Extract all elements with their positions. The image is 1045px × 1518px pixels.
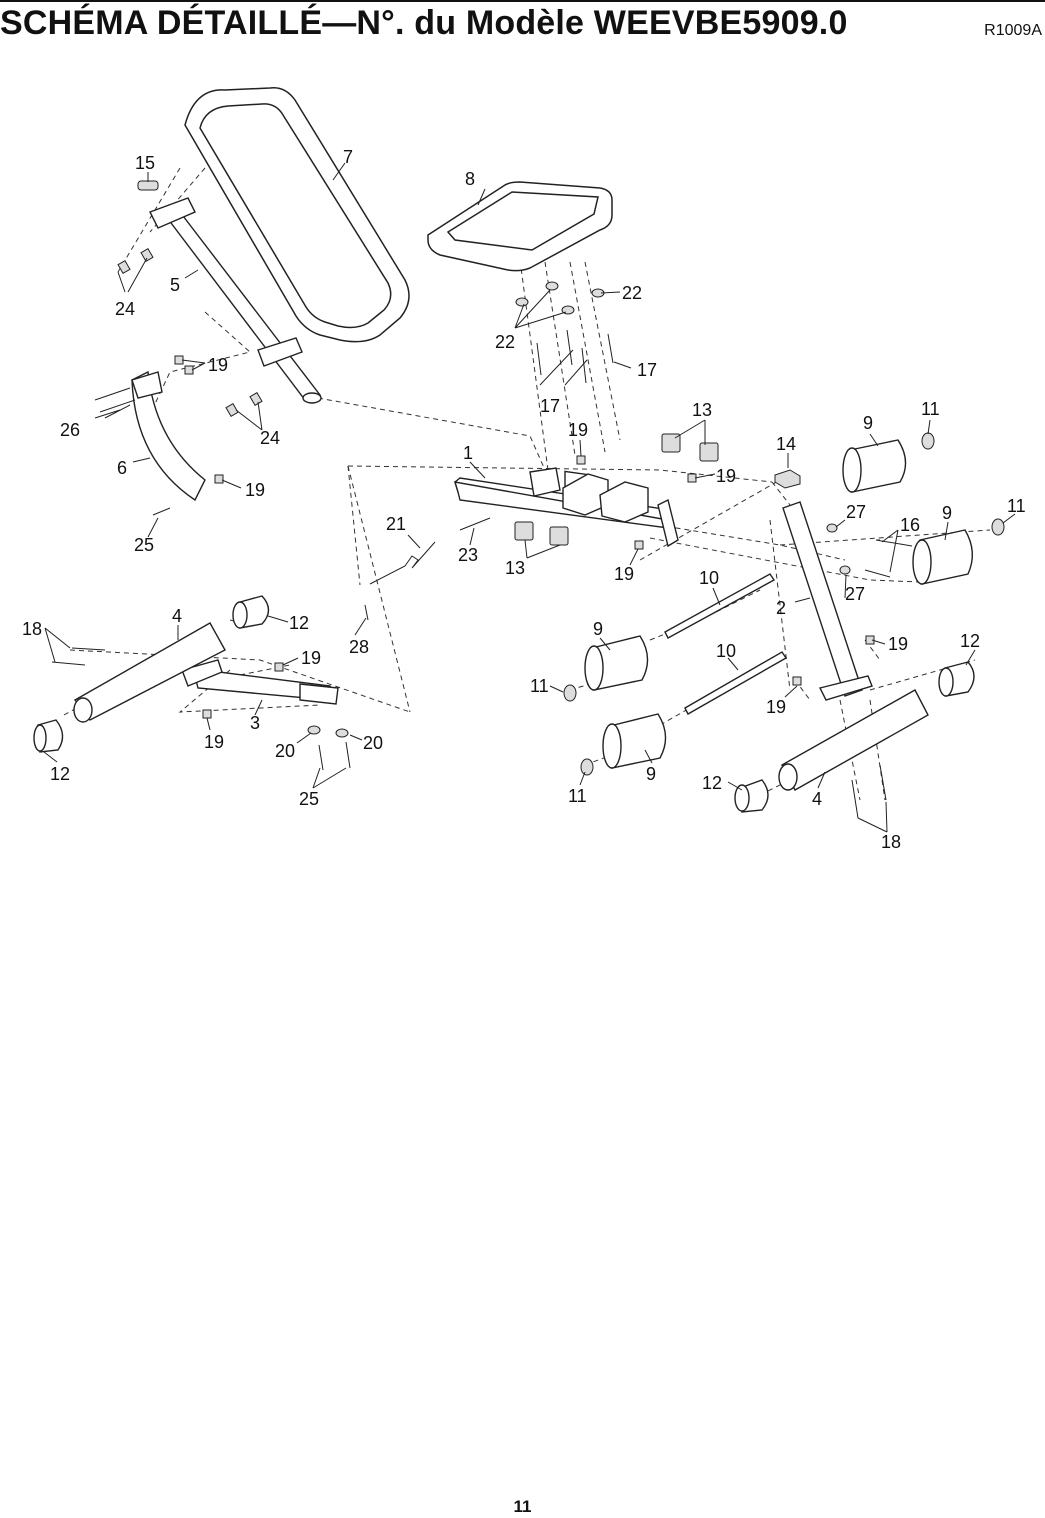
callout-label: 9 — [646, 764, 656, 784]
callout-label: 8 — [465, 169, 475, 189]
callout-label: 11 — [1007, 496, 1026, 516]
callout-label: 11 — [568, 786, 587, 806]
callout-label: 19 — [245, 480, 265, 500]
callout-label: 27 — [845, 584, 865, 604]
callout-label: 19 — [614, 564, 634, 584]
callout-label: 25 — [299, 789, 319, 809]
callout-label: 9 — [593, 619, 603, 639]
callout-leader-lines — [43, 162, 1016, 833]
callout-label: 9 — [863, 413, 873, 433]
callout-label: 19 — [716, 466, 736, 486]
back-pad-part-7 — [184, 87, 410, 343]
rods-part-10 — [664, 573, 787, 715]
back-pad-frame-part-5 — [149, 197, 322, 404]
callout-label: 4 — [172, 606, 182, 626]
callout-label: 28 — [349, 637, 369, 657]
washers-part-11 — [563, 432, 1005, 776]
callout-label: 26 — [60, 420, 80, 440]
lower-tube-part-3 — [181, 659, 339, 705]
header-rule — [0, 0, 1045, 2]
callout-label: 10 — [716, 641, 736, 661]
callout-label: 19 — [888, 634, 908, 654]
callout-label: 7 — [343, 147, 353, 167]
seat-pad-part-8 — [427, 181, 613, 272]
callout-label: 25 — [134, 535, 154, 555]
callout-label: 3 — [250, 713, 260, 733]
callout-label: 19 — [204, 732, 224, 752]
callout-label: 2 — [776, 598, 786, 618]
page-title: SCHÉMA DÉTAILLÉ—N°. du Modèle WEEVBE5909… — [0, 4, 848, 42]
callout-label: 14 — [776, 434, 796, 454]
callout-label: 24 — [115, 299, 135, 319]
callout-label: 10 — [699, 568, 719, 588]
end-cap-part-15 — [137, 180, 159, 191]
callout-label: 19 — [766, 697, 786, 717]
callout-label: 12 — [50, 764, 70, 784]
callout-label: 20 — [363, 733, 383, 753]
round-caps-part-12 — [33, 595, 975, 813]
cap-part-14 — [774, 469, 801, 489]
tube-right-part-4 — [778, 689, 929, 791]
tube-left-part-4 — [73, 622, 226, 723]
exploded-view-diagram: 7 8 15 5 24 19 26 24 6 19 25 22 22 17 17… — [22, 87, 1026, 852]
callout-label: 18 — [22, 619, 42, 639]
callout-label: 1 — [463, 443, 473, 463]
callout-label: 20 — [275, 741, 295, 761]
callout-label: 18 — [881, 832, 901, 852]
callout-label: 22 — [622, 283, 642, 303]
callout-label: 21 — [386, 514, 406, 534]
callout-label: 27 — [846, 502, 866, 522]
callout-label: 24 — [260, 428, 280, 448]
callout-label: 12 — [289, 613, 309, 633]
callout-label: 9 — [942, 503, 952, 523]
callout-label: 15 — [135, 153, 155, 173]
callout-label: 19 — [301, 648, 321, 668]
callout-label: 17 — [540, 396, 560, 416]
page-number: 11 — [513, 1497, 532, 1516]
callout-label: 12 — [960, 631, 980, 651]
callout-label: 13 — [505, 558, 525, 578]
hardware-fasteners — [51, 247, 913, 819]
curved-bracket-part-6 — [131, 370, 206, 502]
pin-part-21 — [369, 541, 436, 585]
foam-rollers-part-9 — [584, 439, 973, 769]
callout-label: 19 — [208, 355, 228, 375]
callout-label: 12 — [702, 773, 722, 793]
callout-label: 22 — [495, 332, 515, 352]
callout-label: 13 — [692, 400, 712, 420]
callout-label: 6 — [117, 458, 127, 478]
front-upright-part-2 — [782, 501, 873, 701]
callout-label: 19 — [568, 420, 588, 440]
callout-label: 23 — [458, 545, 478, 565]
callout-label: 16 — [900, 515, 920, 535]
callout-label: 11 — [921, 399, 940, 419]
reference-code: R1009A — [984, 22, 1042, 39]
callout-label: 17 — [637, 360, 657, 380]
callout-label: 5 — [170, 275, 180, 295]
main-frame-part-1 — [454, 467, 679, 548]
callout-labels: 7 8 15 5 24 19 26 24 6 19 25 22 22 17 17… — [22, 147, 1026, 852]
callout-label: 11 — [530, 676, 549, 696]
callout-label: 4 — [812, 789, 822, 809]
square-caps-part-13 — [514, 433, 719, 546]
